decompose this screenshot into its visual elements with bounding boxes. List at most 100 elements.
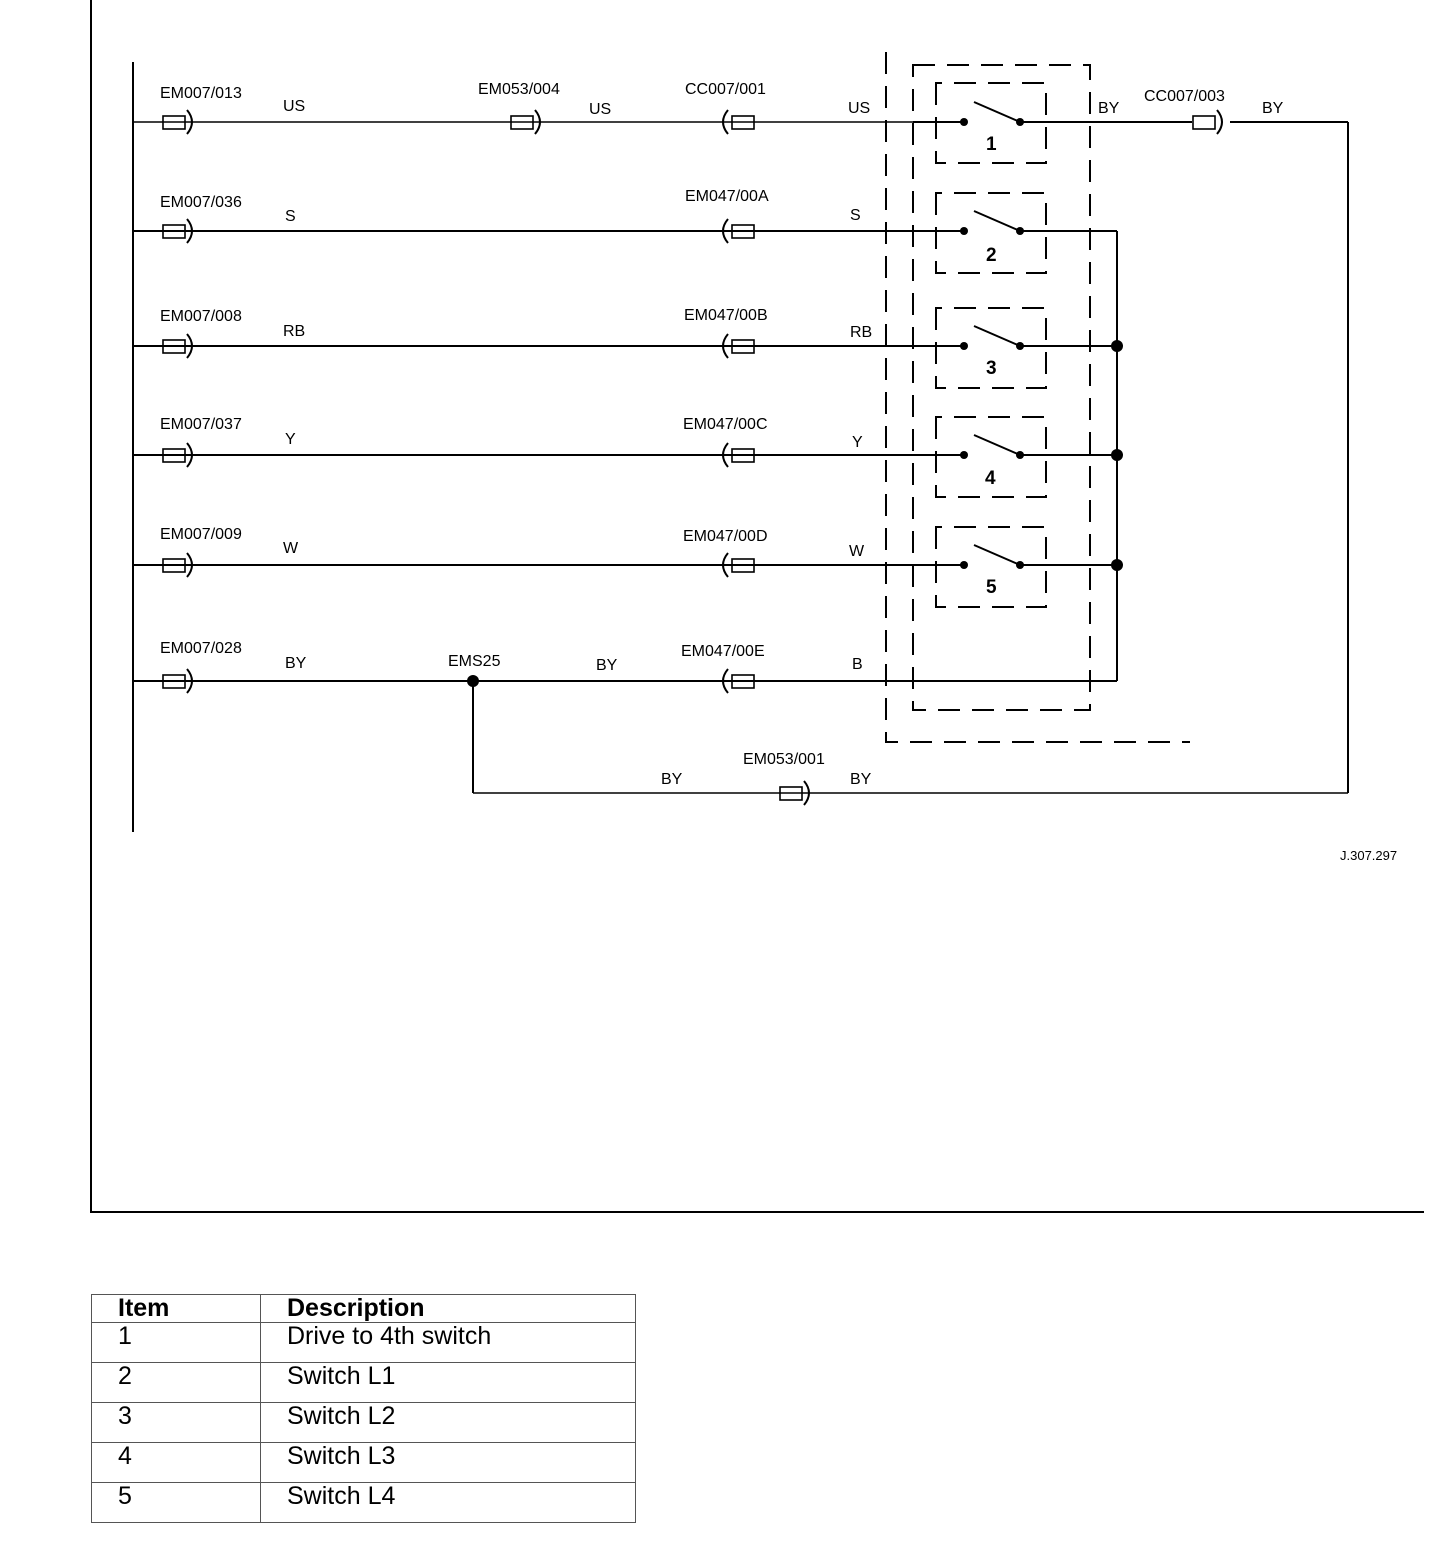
diagram-frame: [90, 0, 1424, 1213]
connector-label: EM007/009: [160, 526, 242, 543]
connector-socket: [722, 442, 729, 468]
switch-number: 1: [986, 134, 997, 155]
description-cell: Switch L2: [260, 1402, 636, 1443]
connector-pin: [162, 115, 186, 130]
item-cell: 1: [91, 1322, 261, 1363]
connector-socket: [186, 668, 193, 694]
wire-label: B: [852, 656, 863, 673]
connector-socket: [534, 109, 541, 135]
connector-label: EM053/001: [743, 751, 825, 768]
switch-box: [935, 416, 1047, 498]
connector-label: CC007/003: [1144, 88, 1225, 105]
switch-assembly-outline: [912, 64, 1091, 711]
junction-dot: [1016, 227, 1024, 235]
connector-label: EM007/028: [160, 640, 242, 657]
connector-pin: [731, 339, 755, 354]
connector-label: CC007/001: [685, 81, 766, 98]
junction-dot: [960, 451, 968, 459]
connector-label: EM047/00E: [681, 643, 765, 660]
switch-contact: [973, 210, 1021, 232]
connector-pin: [162, 448, 186, 463]
description-cell: Switch L1: [260, 1362, 636, 1403]
table-row: 1 Drive to 4th switch: [91, 1322, 636, 1363]
connector-socket: [186, 109, 193, 135]
wire-label: US: [283, 98, 305, 115]
table-row: 5 Switch L4: [91, 1482, 636, 1523]
connector-pin: [162, 339, 186, 354]
junction-dot: [467, 675, 479, 687]
connector-socket: [803, 780, 810, 806]
connector-socket: [186, 442, 193, 468]
wire-label: US: [848, 100, 870, 117]
switch-box: [935, 307, 1047, 389]
table-row: 3 Switch L2: [91, 1402, 636, 1443]
wiring-diagram: EM007/013 EM007/036 EM007/008 EM007/037 …: [132, 52, 1397, 863]
wire-label: BY: [285, 655, 307, 672]
switch-contact: [973, 434, 1021, 456]
column-header-item: Item: [91, 1294, 261, 1323]
junction-dot: [1111, 559, 1123, 571]
wire-label: BY: [1098, 100, 1120, 117]
connector-pin: [1192, 115, 1216, 130]
junction-dot: [960, 227, 968, 235]
junction-dot: [1111, 449, 1123, 461]
switch-number: 2: [986, 245, 997, 266]
figure-reference: J.307.297: [1340, 848, 1397, 863]
item-cell: 2: [91, 1362, 261, 1403]
connector-pin: [731, 224, 755, 239]
wire-label: RB: [850, 324, 872, 341]
junction-dot: [960, 342, 968, 350]
connector-socket: [722, 218, 729, 244]
wire-label: W: [283, 540, 299, 557]
junction-dot: [960, 561, 968, 569]
connector-pin: [162, 224, 186, 239]
connector-socket: [186, 552, 193, 578]
switch-box: [935, 192, 1047, 274]
junction-dot: [1111, 340, 1123, 352]
connector-label: EM007/036: [160, 194, 242, 211]
connector-pin: [731, 115, 755, 130]
description-cell: Switch L3: [260, 1442, 636, 1483]
switch-number: 4: [985, 468, 996, 489]
wire-label: BY: [850, 771, 872, 788]
wire-label: BY: [661, 771, 683, 788]
table-row: 4 Switch L3: [91, 1442, 636, 1483]
wire-label: BY: [596, 657, 618, 674]
switch-contact: [973, 325, 1021, 347]
connector-socket: [186, 218, 193, 244]
switch-contact: [973, 101, 1021, 123]
junction-dot: [1016, 561, 1024, 569]
wire-label: S: [285, 208, 296, 225]
description-cell: Switch L4: [260, 1482, 636, 1523]
item-cell: 3: [91, 1402, 261, 1443]
switch-contact: [973, 544, 1021, 566]
wire-label: S: [850, 207, 861, 224]
connector-socket: [722, 668, 729, 694]
connector-label: EM007/013: [160, 85, 242, 102]
connector-socket: [722, 333, 729, 359]
switch-box: [935, 526, 1047, 608]
connector-socket: [186, 333, 193, 359]
column-header-description: Description: [260, 1294, 636, 1323]
connector-socket: [1216, 109, 1223, 135]
connector-label: EM053/004: [478, 81, 560, 98]
wire-label: US: [589, 101, 611, 118]
connector-pin: [731, 558, 755, 573]
connector-pin: [162, 558, 186, 573]
connector-label: EM047/00C: [683, 416, 768, 433]
item-cell: 5: [91, 1482, 261, 1523]
connector-pin: [731, 448, 755, 463]
table-row: 2 Switch L1: [91, 1362, 636, 1403]
wire-label: Y: [285, 431, 296, 448]
connector-label: EM047/00D: [683, 528, 768, 545]
connector-label: EM047/00A: [685, 188, 769, 205]
junction-dot: [1016, 342, 1024, 350]
connector-label: EM007/008: [160, 308, 242, 325]
connector-pin: [731, 674, 755, 689]
connector-label: EM007/037: [160, 416, 242, 433]
splice-label: EMS25: [448, 653, 501, 670]
description-cell: Drive to 4th switch: [260, 1322, 636, 1363]
connector-pin: [779, 786, 803, 801]
wire-label: W: [849, 543, 865, 560]
switch-number: 3: [986, 358, 997, 379]
